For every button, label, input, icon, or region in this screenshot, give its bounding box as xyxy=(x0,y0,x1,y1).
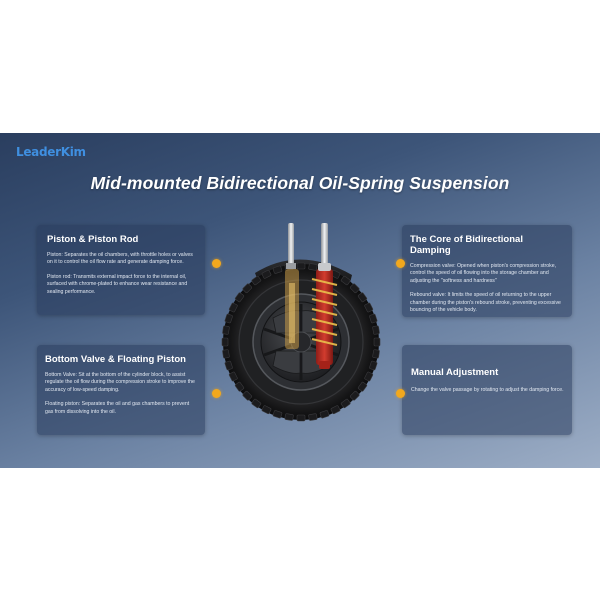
tread-knob xyxy=(372,325,380,335)
tread-knob xyxy=(284,413,294,421)
tread-knob xyxy=(242,390,253,401)
tread-knob xyxy=(369,360,378,371)
card-piston-text-2: Piston rod: Transmits external impact fo… xyxy=(47,273,188,295)
card-core-text-1: Compression valve: Opened when piston's … xyxy=(410,263,557,284)
tread-knob xyxy=(349,390,360,401)
card-core-damping: The Core of Bidirectional Damping Compre… xyxy=(402,225,572,317)
tread-knob xyxy=(224,360,233,371)
tread-knob xyxy=(319,410,330,419)
tread-knob xyxy=(364,302,374,313)
tread-knob xyxy=(222,325,230,335)
tread-knob xyxy=(357,381,368,392)
orange-dot-icon xyxy=(212,259,221,268)
tread-knob xyxy=(242,283,253,294)
tread-knob xyxy=(228,302,238,313)
card-manual-heading: Manual Adjustment xyxy=(411,367,499,378)
card-bottom-valve-text-1: Bottom Valve: Sit at the bottom of the c… xyxy=(45,372,195,393)
tread-knob xyxy=(357,292,368,303)
tread-knob xyxy=(369,313,378,324)
card-piston-text-1: Piston: Separates the oil chambers, with… xyxy=(47,252,193,266)
tread-knob xyxy=(272,265,283,274)
motor-wheel-image xyxy=(221,223,381,422)
tread-knob xyxy=(234,381,245,392)
card-manual-text-1: Change the valve passage by rotating to … xyxy=(411,387,564,393)
tread-knob xyxy=(261,269,272,279)
page-title: Mid-mounted Bidirectional Oil-Spring Sus… xyxy=(90,173,510,193)
tread-knob xyxy=(340,275,351,286)
orange-dot-icon xyxy=(396,389,405,398)
tread-knob xyxy=(296,262,306,270)
card-manual-adjustment: Manual Adjustment Change the valve passa… xyxy=(402,345,572,435)
card-core-heading: The Core of Bidirectional Damping xyxy=(410,234,523,256)
tread-knob xyxy=(340,398,351,409)
tread-knob xyxy=(272,410,283,419)
orange-dot-icon xyxy=(396,259,405,268)
card-piston-heading: Piston & Piston Rod xyxy=(47,234,139,245)
tread-knob xyxy=(296,414,306,422)
tread-knob xyxy=(251,275,262,286)
card-bottom-valve-heading: Bottom Valve & Floating Piston xyxy=(45,354,186,365)
tread-knob xyxy=(234,292,245,303)
tread-knob xyxy=(261,405,272,415)
card-piston: Piston & Piston Rod Piston: Separates th… xyxy=(37,225,205,315)
tread-knob xyxy=(330,405,341,415)
brand-logo: LeaderKim xyxy=(16,145,86,159)
card-bottom-valve-text-2: Floating piston: Separates the oil and g… xyxy=(45,401,190,415)
tread-knob xyxy=(308,413,318,421)
tread-knob xyxy=(373,337,381,347)
card-bottom-valve: Bottom Valve & Floating Piston Bottom Va… xyxy=(37,345,205,435)
product-banner: LeaderKim Mid-mounted Bidirectional Oil-… xyxy=(0,133,600,468)
tread-knob xyxy=(308,263,318,271)
tread-knob xyxy=(372,349,380,359)
tread-knob xyxy=(228,371,238,382)
tread-knob xyxy=(224,313,233,324)
tread-knob xyxy=(222,349,230,359)
orange-dot-icon xyxy=(212,389,221,398)
card-core-text-2: Rebound valve: It limits the speed of oi… xyxy=(410,292,561,314)
tread-knob xyxy=(251,398,262,409)
tread-knob xyxy=(221,337,229,347)
tread-knob xyxy=(364,371,374,382)
tread-knob xyxy=(349,283,360,294)
oil-spring-shock-absorber-image xyxy=(285,223,338,369)
